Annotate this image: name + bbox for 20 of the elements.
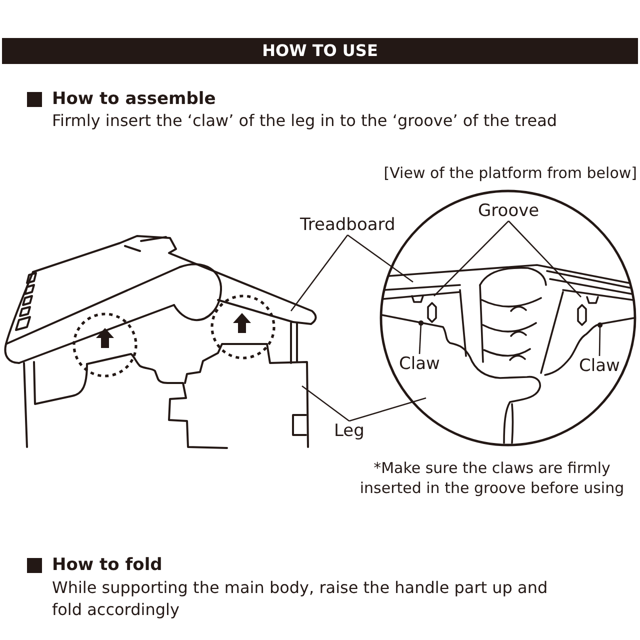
part-label: Leg bbox=[334, 421, 364, 441]
leader-line bbox=[302, 385, 350, 422]
part-label: Claw bbox=[579, 356, 620, 376]
leader-line bbox=[418, 320, 424, 354]
part-label: Treadboard bbox=[300, 215, 396, 235]
leader-line bbox=[508, 220, 582, 298]
part-label: Claw bbox=[399, 354, 440, 374]
leader-line bbox=[347, 234, 414, 283]
leader-line bbox=[434, 220, 510, 296]
leader-line bbox=[597, 322, 603, 356]
section-heading: How to assemble bbox=[52, 89, 216, 109]
part-label: Groove bbox=[478, 201, 540, 221]
section-heading: How to fold bbox=[52, 555, 162, 575]
instruction-text: While supporting the main body, raise the handle part up and fold accordingly bbox=[52, 577, 549, 621]
leader-line bbox=[290, 234, 348, 312]
warning-note: *Make sure the claws are firmly inserted in the groove before using bbox=[358, 458, 626, 498]
title-banner: HOW TO USE bbox=[2, 38, 638, 64]
instruction-text: Firmly insert the ‘claw’ of the leg in to the ‘groove’ of the tread bbox=[52, 111, 558, 131]
view-caption: [View of the platform from below] bbox=[384, 163, 637, 183]
leader-line bbox=[349, 397, 426, 422]
